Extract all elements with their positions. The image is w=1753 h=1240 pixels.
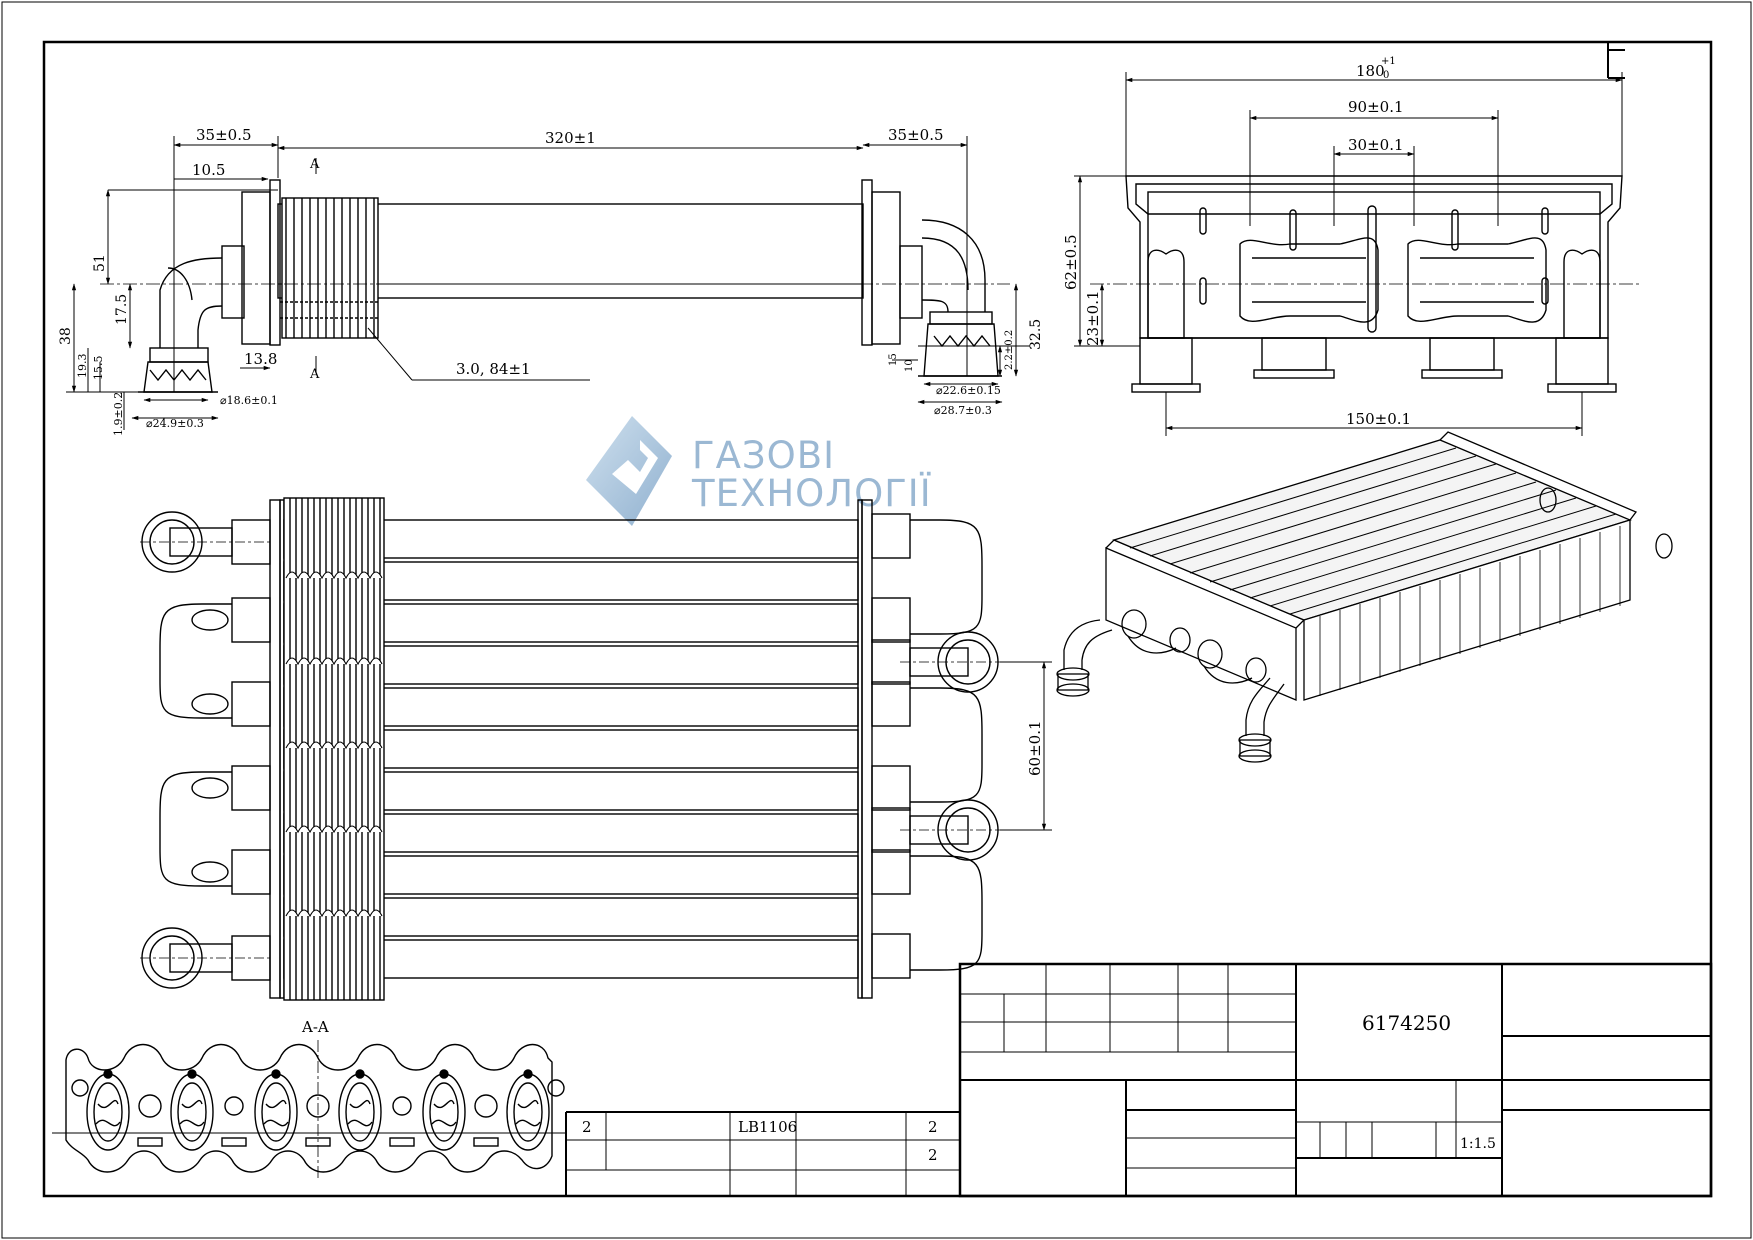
dim-height-51: 51 xyxy=(92,254,108,272)
end-view-dimensions xyxy=(1074,72,1623,436)
right-elbow xyxy=(899,219,1002,377)
left-tube-plate xyxy=(269,499,281,999)
right-u-bend-3 xyxy=(871,849,983,979)
parts-col1: 2 xyxy=(582,1118,592,1136)
drawing-frame xyxy=(42,40,1713,1198)
iso-port-3 xyxy=(1197,639,1267,684)
end-stub-1 xyxy=(1261,337,1327,371)
dim-2-2: 2.2±0.2 xyxy=(1004,330,1015,370)
dim-15: 15 xyxy=(888,353,899,366)
right-u-bend-2 xyxy=(871,681,983,811)
dim-height-38: 38 xyxy=(58,327,74,345)
watermark-logo xyxy=(586,416,672,526)
dim-right-stub: 35±0.5 xyxy=(888,126,944,144)
watermark-text: ГАЗОВІ ТЕХНОЛОГІЇ xyxy=(691,434,932,515)
title-block-text: 6174250 1:1.5 xyxy=(1362,1011,1496,1152)
end-plate xyxy=(1125,175,1623,339)
end-stub-2 xyxy=(1429,337,1495,371)
drawing-number: 6174250 xyxy=(1362,1011,1451,1035)
dim-height-17-5: 17.5 xyxy=(114,294,130,325)
dim-left-stub: 35±0.5 xyxy=(196,126,252,144)
dim-width-180-tol-top: +1 xyxy=(1381,56,1396,67)
watermark-line1: ГАЗОВІ xyxy=(692,434,835,477)
dim-dia-28-7: ⌀28.7±0.3 xyxy=(934,404,992,417)
dim-32-5: 32.5 xyxy=(1028,319,1044,350)
right-u-bend-1 xyxy=(871,513,983,643)
dim-pitch-60: 60±0.1 xyxy=(1026,720,1044,776)
section-slots xyxy=(137,1137,499,1147)
left-elbow xyxy=(138,245,245,393)
drawing-scale: 1:1.5 xyxy=(1460,1136,1496,1152)
dim-height-15-5: 15.5 xyxy=(92,356,105,381)
front-fins xyxy=(283,497,385,1001)
section-title: A-A xyxy=(301,1018,329,1036)
end-leg-right xyxy=(1547,249,1617,393)
end-leg-left xyxy=(1131,249,1201,393)
dim-height-19-3: 19.3 xyxy=(76,354,89,379)
left-u-bend-2 xyxy=(159,765,271,895)
parts-list-text: 2 LB1106 2 2 xyxy=(582,1118,938,1164)
end-view-labels: 180 +1 0 90±0.1 30±0.1 62±0.5 23±0.1 150… xyxy=(1062,56,1411,428)
front-view xyxy=(140,497,1000,1001)
top-view xyxy=(100,179,1010,393)
section-a-a xyxy=(52,1040,566,1180)
dim-width-150: 150±0.1 xyxy=(1346,410,1411,428)
dim-height-62: 62±0.5 xyxy=(1062,234,1080,290)
dim-10: 10 xyxy=(904,359,915,372)
dim-dia-22-6: ⌀22.6±0.15 xyxy=(936,384,1001,397)
section-outline xyxy=(65,1043,553,1173)
dim-width-180: 180 xyxy=(1356,62,1385,80)
title-block xyxy=(958,962,1713,1198)
parts-qty1: 2 xyxy=(928,1118,938,1136)
right-tube-plate xyxy=(861,499,873,999)
iso-port-4 xyxy=(1238,677,1285,763)
top-view-labels: 35±0.5 320±1 35±0.5 10.5 A A 51 17.5 38 … xyxy=(58,126,1044,436)
dim-dia-24-9: ⌀24.9±0.3 xyxy=(146,417,204,430)
end-port-right xyxy=(1407,237,1547,323)
dim-width-90: 90±0.1 xyxy=(1348,98,1404,116)
dim-dia-18-6: ⌀18.6±0.1 xyxy=(220,394,278,407)
dim-width-30: 30±0.1 xyxy=(1348,136,1404,154)
section-mark-bottom: A xyxy=(309,367,320,382)
dim-width-180-tol-bottom: 0 xyxy=(1383,70,1389,81)
front-view-dimensions xyxy=(1000,661,1052,831)
tube-body xyxy=(277,203,864,299)
dim-fin-spec: 3.0, 84±1 xyxy=(456,360,531,378)
top-view-dimensions xyxy=(66,136,1030,430)
end-view xyxy=(1090,175,1640,393)
section-mark-top: A xyxy=(309,157,320,172)
section-holes xyxy=(71,1079,565,1118)
parts-list-table xyxy=(565,1111,960,1196)
watermark-line2: ТЕХНОЛОГІЇ xyxy=(691,472,932,515)
section-tube-ovals xyxy=(86,1069,550,1151)
dim-13-8: 13.8 xyxy=(244,350,277,368)
iso-fin-side xyxy=(1303,519,1631,701)
iso-port-1 xyxy=(1056,619,1113,697)
dim-flange-offset: 10.5 xyxy=(192,161,225,179)
end-slots xyxy=(1199,205,1549,333)
dim-height-23: 23±0.1 xyxy=(1084,290,1102,346)
end-port-left xyxy=(1239,237,1379,323)
dim-length: 320±1 xyxy=(545,129,596,147)
iso-port-2 xyxy=(1121,609,1191,654)
fin-pack xyxy=(280,197,379,339)
isometric-view xyxy=(1056,431,1673,763)
parts-name: LB1106 xyxy=(738,1118,797,1136)
dim-1-9: 1.9±0.2 xyxy=(112,392,125,436)
left-u-bend-1 xyxy=(159,597,271,727)
parts-qty2: 2 xyxy=(928,1146,938,1164)
